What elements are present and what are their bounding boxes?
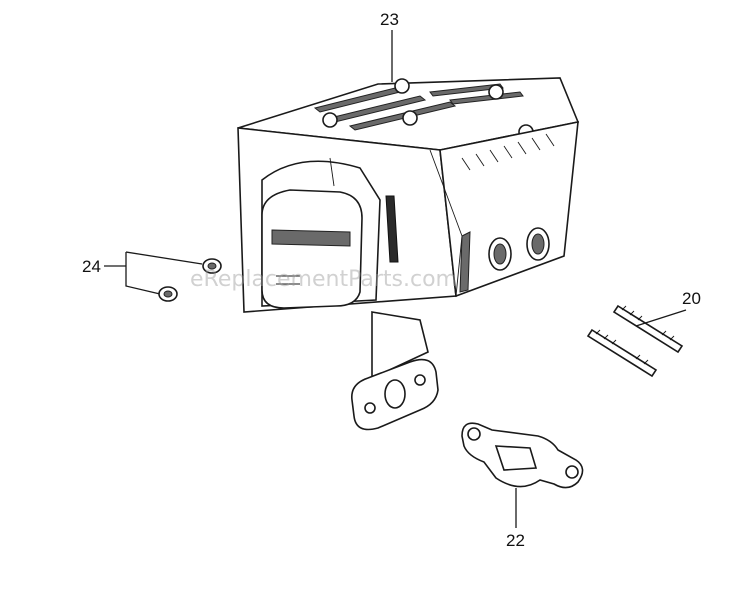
watermark: eReplacementParts.com [190, 267, 457, 292]
muffler-side-openings [488, 227, 550, 271]
callout-studs: 20 [682, 289, 701, 308]
callout-muffler: 23 [380, 10, 399, 29]
stud-upper [612, 304, 684, 354]
nuts-group [125, 251, 222, 302]
studs-group [586, 304, 687, 378]
stud-lower [586, 328, 658, 378]
callout-gasket: 22 [506, 531, 525, 550]
callout-nuts: 24 [82, 257, 101, 276]
muffler-assembly [237, 77, 580, 431]
nut-lower [158, 286, 178, 302]
gasket [461, 422, 584, 528]
nut-upper [202, 258, 222, 274]
